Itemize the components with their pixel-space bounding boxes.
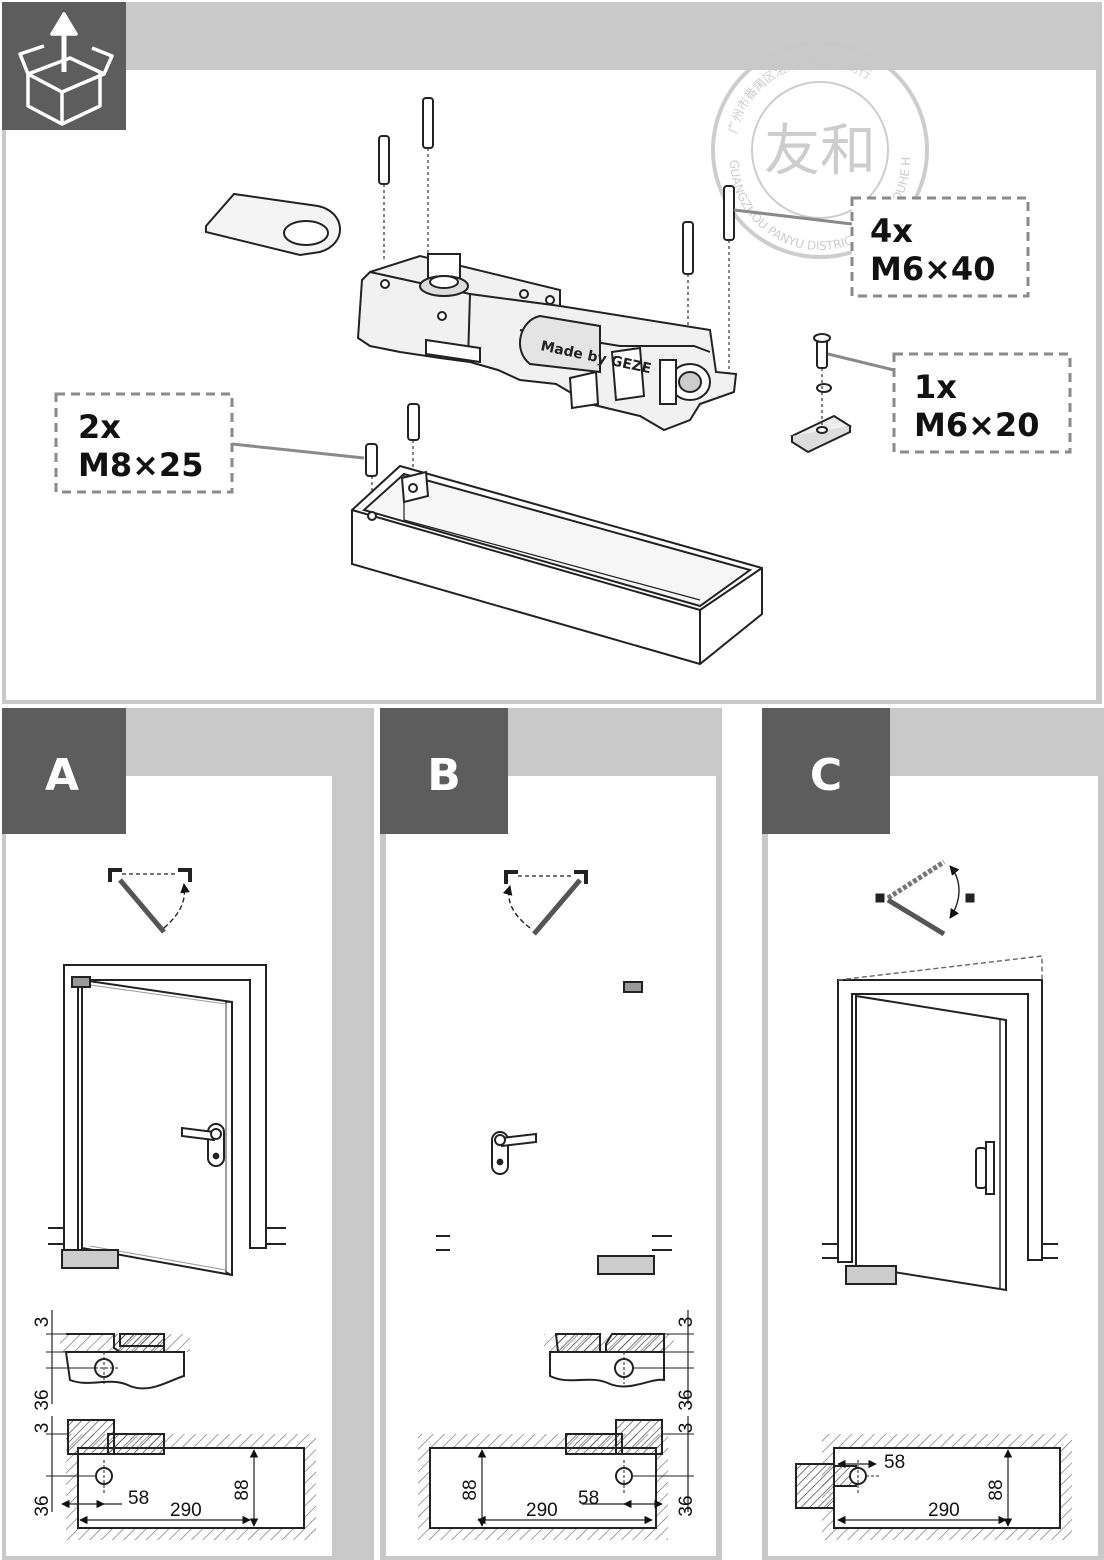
callout-4x-qty: 4x xyxy=(870,212,913,250)
dim-a-plan-offset: 3 xyxy=(32,1423,53,1434)
section-detail-a: 3 36 xyxy=(32,1310,190,1411)
panel-c-letter: C xyxy=(810,750,842,801)
plan-detail-a: 3 36 58 290 88 xyxy=(32,1416,316,1540)
callout-2x-size: M8×25 xyxy=(78,446,203,484)
dim-a-spacing: 58 xyxy=(128,1488,149,1509)
dim-a-depth: 36 xyxy=(32,1389,53,1410)
box-with-up-arrow-icon xyxy=(18,12,114,126)
dim-b-plan-depth: 36 xyxy=(676,1495,697,1516)
panel-b: B xyxy=(380,708,1039,1560)
callout-2x-m8x25: 2x M8×25 xyxy=(54,392,365,494)
dim-b-depth: 36 xyxy=(676,1389,697,1410)
door-b-handle xyxy=(491,1131,537,1175)
dim-a-length: 290 xyxy=(170,1500,202,1521)
dim-c-length: 290 xyxy=(928,1500,960,1521)
callout-1x-qty: 1x xyxy=(914,368,957,406)
screws-m6x40 xyxy=(378,97,735,275)
swing-symbol-b xyxy=(502,870,588,936)
section-detail-b: 3 36 xyxy=(544,1310,697,1411)
screw-m6x20-assembly xyxy=(790,333,853,454)
cover-plate xyxy=(205,192,341,257)
cement-box xyxy=(351,464,763,666)
dim-c-spacing: 58 xyxy=(884,1452,905,1473)
screws-m8x25 xyxy=(365,403,420,477)
panel-b-letter: B xyxy=(427,750,461,801)
dim-b-plan-offset: 3 xyxy=(676,1423,697,1434)
panel-a: A xyxy=(2,708,374,1560)
callout-2x-qty: 2x xyxy=(78,408,121,446)
door-c xyxy=(837,955,1043,1292)
plan-detail-c: 58 290 88 xyxy=(795,1434,1072,1540)
panel-a-tab xyxy=(2,708,126,834)
floor-spring-body xyxy=(356,253,738,432)
dim-b-length: 290 xyxy=(526,1500,558,1521)
dim-b-width: 88 xyxy=(460,1479,481,1500)
dim-a-plan-depth: 36 xyxy=(32,1495,53,1516)
panel-a-letter: A xyxy=(45,750,79,801)
panel-c-tab xyxy=(762,708,890,834)
callout-1x-size: M6×20 xyxy=(914,406,1039,444)
door-a-handle xyxy=(181,1123,225,1167)
swing-symbol-c xyxy=(875,859,975,937)
panel-b-tab xyxy=(380,708,508,834)
dim-b-spacing: 58 xyxy=(578,1488,599,1509)
dim-a-top-offset: 3 xyxy=(32,1317,53,1328)
plan-detail-b: 3 36 58 290 88 xyxy=(418,1416,697,1540)
callout-4x-m6x40: 4x M6×40 xyxy=(733,196,1030,298)
top-panel: 友和 广州市番禺区洛浦友和五金商行 GUANGZHOU PANYU DISTRI… xyxy=(0,0,1102,704)
swing-symbol-a xyxy=(108,868,192,934)
dim-c-width: 88 xyxy=(986,1479,1007,1500)
dim-a-width: 88 xyxy=(232,1479,253,1500)
callout-1x-m6x20: 1x M6×20 xyxy=(827,352,1072,454)
panel-c: C xyxy=(762,708,1104,1560)
door-c-handle xyxy=(975,1141,995,1195)
stamp-main-text: 友和 xyxy=(764,119,876,184)
dim-b-top-offset: 3 xyxy=(676,1317,697,1328)
callout-4x-size: M6×40 xyxy=(870,250,995,288)
